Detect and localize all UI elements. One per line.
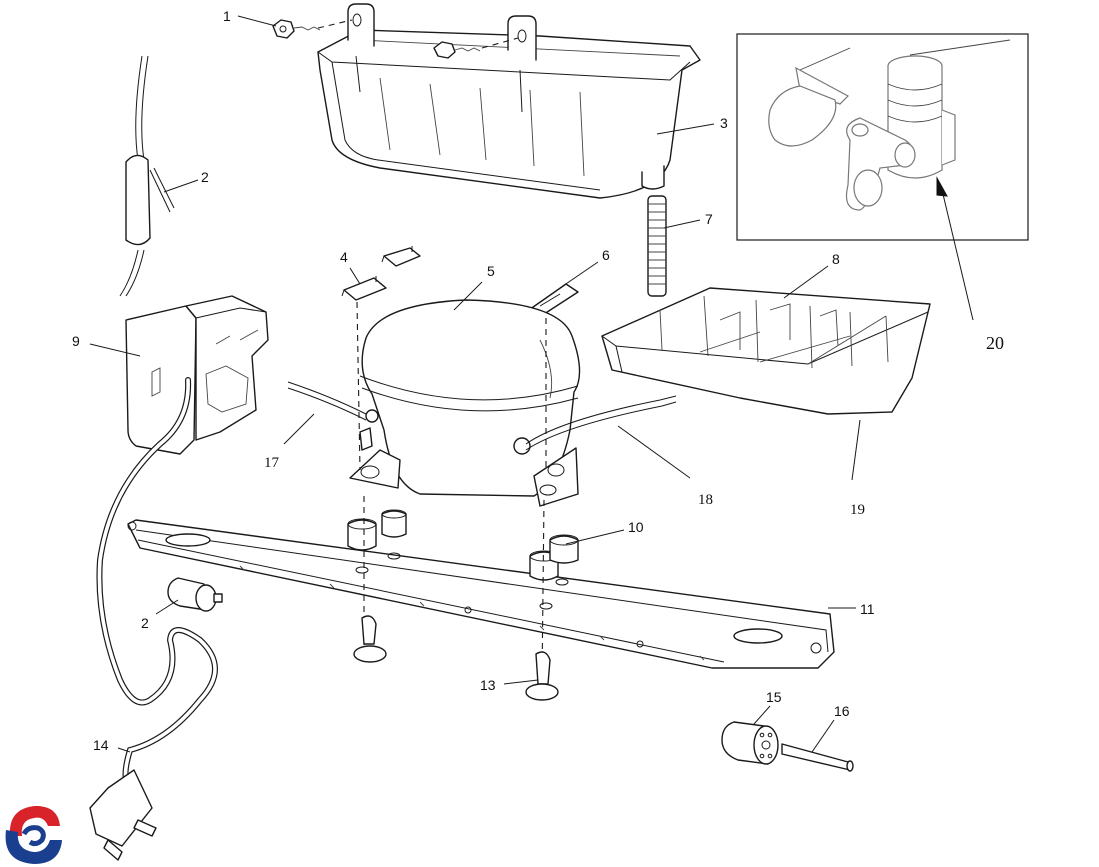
callout-2-upper: 2 (201, 169, 209, 185)
callout-18: 18 (698, 492, 713, 508)
callout-8: 8 (832, 251, 840, 267)
part-14-power-cable (89, 377, 218, 861)
callout-labels: 1 2 2 3 4 5 6 7 8 9 10 11 13 14 15 16 17… (72, 8, 1004, 753)
callout-16: 16 (834, 703, 850, 719)
callout-20-arrow (936, 176, 974, 321)
callout-11: 11 (860, 601, 875, 617)
callout-20: 20 (986, 333, 1004, 353)
leader-lines (89, 15, 861, 753)
part-7-drain-hose (647, 195, 667, 297)
part-3-drip-tray (317, 3, 701, 199)
callout-2-lower: 2 (141, 615, 149, 631)
part-2-sensor-wire (119, 55, 175, 297)
assembly-lines (356, 301, 547, 681)
callout-6: 6 (602, 247, 610, 263)
inset-detail-box (736, 33, 1029, 241)
callout-13: 13 (480, 677, 496, 693)
part-16-pin (781, 743, 854, 772)
part-15-roller (721, 721, 779, 765)
callout-5: 5 (487, 263, 495, 279)
callout-4: 4 (340, 249, 348, 265)
callout-1: 1 (223, 8, 231, 24)
callout-19: 19 (850, 502, 865, 518)
callout-14: 14 (93, 737, 109, 753)
callout-3: 3 (720, 115, 728, 131)
callout-9: 9 (72, 333, 80, 349)
part-9-control-box (125, 295, 269, 455)
part-2-roller (167, 577, 223, 612)
callout-10: 10 (628, 519, 644, 535)
callout-7: 7 (705, 211, 713, 227)
brand-logo (2, 803, 62, 864)
part-5-compressor (349, 299, 581, 507)
part-11-base-rail (127, 519, 835, 669)
part-17-suction-pipe (287, 381, 367, 421)
part-13-feet (353, 615, 559, 701)
callout-17: 17 (264, 455, 280, 471)
part-8-evaporation-tray (601, 287, 931, 415)
part-1-screws (272, 19, 519, 59)
callout-15: 15 (766, 689, 782, 705)
part-18-discharge-pipe (525, 395, 677, 451)
part-4-clips (341, 246, 421, 301)
